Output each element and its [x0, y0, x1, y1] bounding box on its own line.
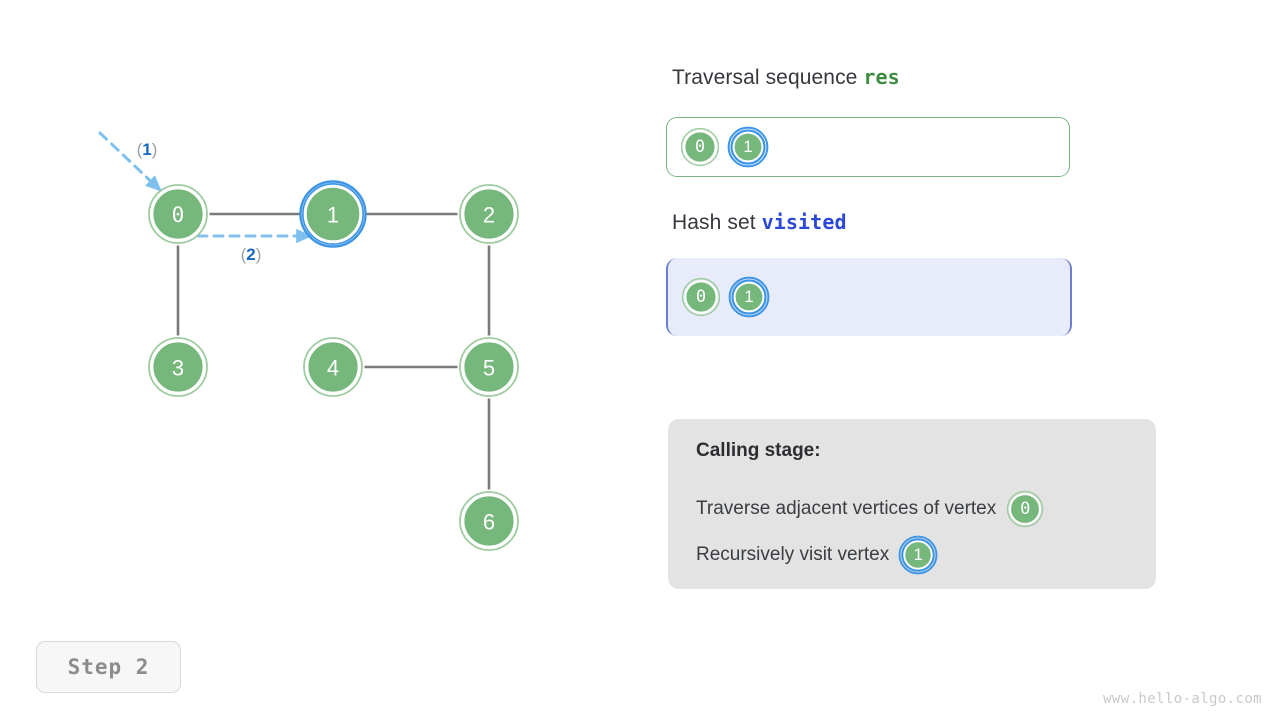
- graph-node-5[interactable]: 5: [459, 337, 519, 397]
- stage-vertex-badge-0: 0: [1005, 489, 1045, 529]
- res-heading: Traversal sequence res: [672, 65, 900, 90]
- graph-node-label-4: 4: [327, 356, 339, 381]
- graph-node-0[interactable]: 0: [148, 184, 208, 244]
- calling-stage-card: Calling stage: Traverse adjacent vertice…: [668, 419, 1156, 589]
- graph-node-label-0: 0: [172, 203, 185, 227]
- graph-node-label-1: 1: [327, 203, 339, 228]
- graph-node-label-2: 2: [483, 203, 495, 228]
- res-item-1: 1: [727, 126, 769, 168]
- res-code-identifier: res: [863, 65, 900, 89]
- graph-arrows: (1) (2): [98, 131, 313, 264]
- graph-node-3[interactable]: 3: [148, 337, 208, 397]
- arrow-1: [98, 131, 162, 192]
- calling-stage-line-2-text: Recursively visit vertex: [696, 544, 890, 565]
- visited-heading: Hash set visited: [672, 210, 847, 235]
- step-badge: Step 2: [36, 641, 181, 693]
- graph-edges: [176, 212, 491, 490]
- graph-node-label-5: 5: [483, 356, 495, 381]
- visited-heading-prefix: Hash set: [672, 211, 762, 234]
- visited-item-1: 1: [728, 276, 770, 318]
- watermark: www.hello-algo.com: [1103, 691, 1262, 707]
- calling-stage-vertex-1: 1: [898, 535, 938, 575]
- graph-node-label-3: 3: [172, 356, 184, 381]
- calling-stage-line-1-text: Traverse adjacent vertices of vertex: [696, 498, 997, 519]
- stage-vertex-badge-1: 1: [898, 535, 938, 575]
- visited-item-0: 0: [680, 276, 722, 318]
- graph-panel: (1) (2) 0 1 2 3 4 5 6: [0, 0, 620, 620]
- res-item-0: 0: [679, 126, 721, 168]
- calling-stage-line-2: Recursively visit vertex 1: [696, 535, 938, 575]
- graph-node-1[interactable]: 1: [299, 180, 367, 248]
- res-heading-prefix: Traversal sequence: [672, 66, 864, 89]
- graph-node-label-6: 6: [483, 510, 495, 535]
- visited-code-identifier: visited: [761, 210, 847, 234]
- arrow-2-label: (2): [241, 245, 262, 264]
- calling-stage-title: Calling stage:: [696, 440, 821, 461]
- graph-node-6[interactable]: 6: [459, 491, 519, 551]
- graph-node-2[interactable]: 2: [459, 184, 519, 244]
- graph-nodes: 0 1 2 3 4 5 6: [148, 180, 519, 551]
- graph-diagram: (1) (2) 0 1 2 3 4 5 6: [98, 131, 519, 551]
- graph-node-4[interactable]: 4: [303, 337, 363, 397]
- calling-stage-vertex-0: 0: [1005, 489, 1045, 529]
- calling-stage-line-1: Traverse adjacent vertices of vertex 0: [696, 489, 1045, 529]
- arrow-1-label: (1): [137, 140, 158, 159]
